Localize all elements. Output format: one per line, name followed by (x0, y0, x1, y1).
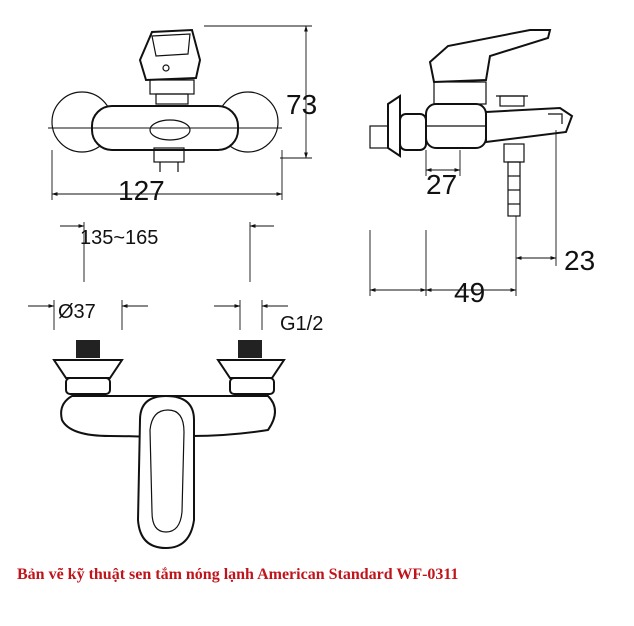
bottom-view (28, 300, 288, 550)
dim-center-distance-label: 135~165 (80, 227, 158, 249)
drawing-caption: Bản vẽ kỹ thuật sen tắm nóng lạnh Americ… (17, 566, 459, 583)
dim-thread-label: G1/2 (280, 313, 323, 335)
center-distance-dim (60, 222, 274, 282)
dim-width-label: 127 (118, 175, 165, 206)
dim-spout-offset-label: 23 (564, 245, 595, 276)
dim-projection-label: 49 (454, 277, 485, 308)
side-view (369, 29, 574, 296)
dim-depth-label: 27 (426, 169, 457, 200)
front-view (48, 25, 312, 200)
dim-height-label: 73 (286, 89, 317, 120)
dim-diameter-label: Ø37 (58, 301, 96, 323)
